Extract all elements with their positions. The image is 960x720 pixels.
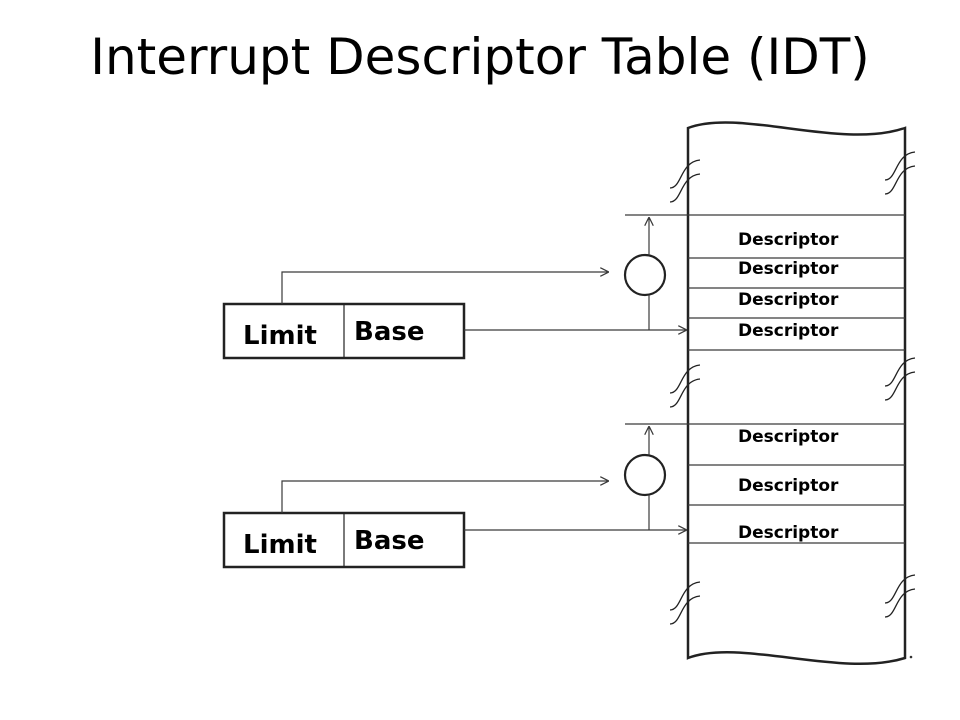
break-mark: [669, 581, 701, 625]
table-group-2-rows: [625, 423, 905, 544]
table-group-1-labels: Descriptor Descriptor Descriptor Descrip…: [738, 230, 839, 341]
table-group-1-rows: [625, 214, 905, 351]
base-label: Base: [354, 526, 424, 556]
descriptor-label: Descriptor: [738, 321, 839, 341]
idtr-register-2: Limit Base: [222, 511, 466, 569]
descriptor-label: Descriptor: [738, 523, 839, 543]
break-mark: [884, 574, 916, 618]
idtr-register-1: Limit Base: [222, 302, 466, 360]
limit-label: Limit: [243, 321, 317, 351]
table-group-2-labels: Descriptor Descriptor Descriptor: [738, 427, 839, 543]
break-mark: [669, 364, 701, 408]
break-marks: [669, 151, 916, 625]
descriptor-label: Descriptor: [738, 290, 839, 310]
idt-memory-column: [686, 121, 907, 665]
descriptor-label: Descriptor: [738, 259, 839, 279]
descriptor-label: Descriptor: [738, 427, 839, 447]
register-1-connectors: [281, 218, 686, 330]
break-mark: [884, 357, 916, 401]
page-title: Interrupt Descriptor Table (IDT): [90, 28, 870, 86]
break-mark: [669, 159, 701, 203]
descriptor-label: Descriptor: [738, 476, 839, 496]
limit-arrow: [281, 481, 608, 513]
adder-circle: [623, 253, 667, 297]
limit-label: Limit: [243, 530, 317, 560]
descriptor-label: Descriptor: [738, 230, 839, 250]
limit-arrow: [281, 272, 608, 304]
break-mark: [884, 151, 916, 195]
adder-circle: [623, 453, 667, 497]
memory-column-outline: [686, 121, 907, 665]
register-2-connectors: [281, 427, 686, 530]
stray-dot: [909, 655, 913, 659]
base-label: Base: [354, 317, 424, 347]
